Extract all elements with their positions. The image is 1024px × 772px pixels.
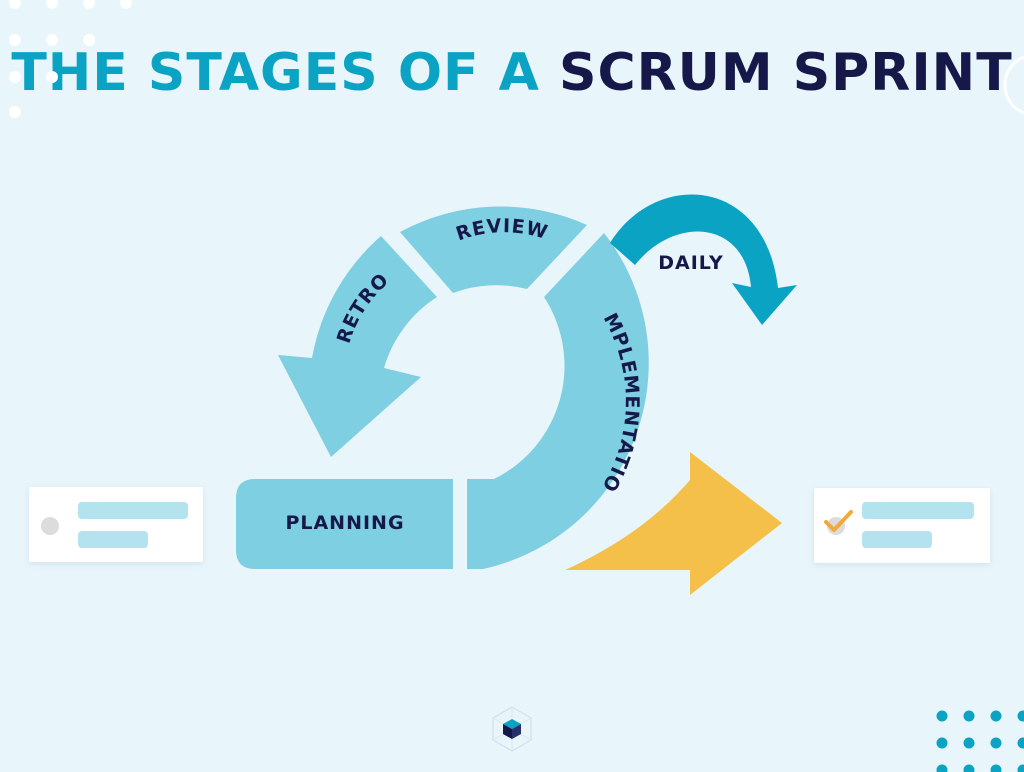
cube-logo-icon <box>492 706 532 752</box>
implementation-segment <box>467 233 649 569</box>
daily-label: DAILY <box>658 252 723 274</box>
check-icon <box>824 510 853 532</box>
title-part-a: THE STAGES OF A <box>11 43 540 103</box>
decorative-dots-bottom-right <box>936 710 1024 772</box>
daily-arrow <box>610 194 797 325</box>
review-segment <box>400 206 587 293</box>
planning-label: PLANNING <box>285 512 404 534</box>
done-card-icon <box>814 488 990 563</box>
title-part-b: SCRUM SPRINT <box>559 43 1013 103</box>
page-title: THE STAGES OF A SCRUM SPRINT <box>0 42 1024 104</box>
decorative-dots-top-left <box>9 0 132 118</box>
backlog-card-icon <box>29 487 203 562</box>
output-arrow <box>565 452 782 595</box>
planning-segment <box>236 479 453 569</box>
decorative-ring <box>1003 55 1024 115</box>
retro-arrow <box>278 236 437 457</box>
